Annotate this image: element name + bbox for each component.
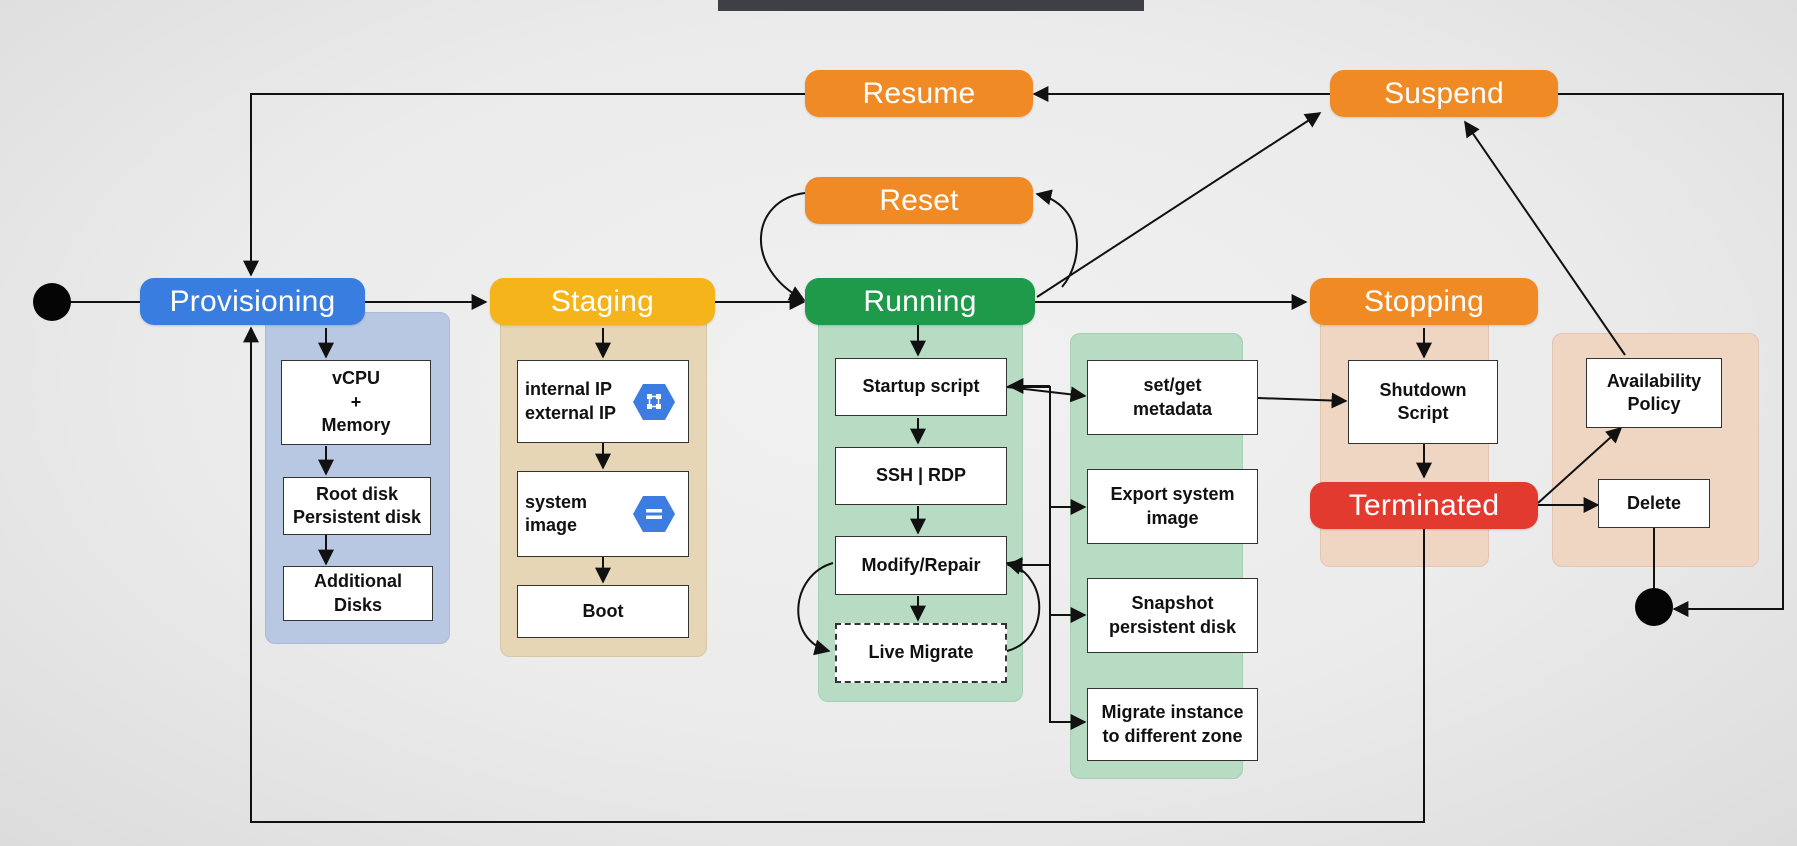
- startup-script-label: Startup script: [862, 376, 980, 397]
- ssh-rdp-box: SSH | RDP: [835, 447, 1007, 505]
- provisioning-state[interactable]: Provisioning: [140, 278, 365, 325]
- live-migrate-box: Live Migrate: [835, 623, 1007, 683]
- snapshot-box: Snapshot persistent disk: [1087, 578, 1258, 653]
- start-node: [33, 283, 71, 321]
- system-image-label: system image: [525, 491, 588, 535]
- boot-box: Boot: [517, 585, 689, 638]
- terminated-state[interactable]: Terminated: [1310, 482, 1538, 529]
- image-hex-icon: [633, 496, 675, 532]
- live-migrate-label: Live Migrate: [868, 642, 974, 663]
- metadata-label: set/get metadata: [1132, 375, 1213, 419]
- running-state[interactable]: Running: [805, 278, 1035, 325]
- end-node: [1635, 588, 1673, 626]
- additional-disks-box: Additional Disks: [283, 566, 433, 621]
- migrate-zone-box: Migrate instance to different zone: [1087, 688, 1258, 761]
- delete-box: Delete: [1598, 479, 1710, 528]
- reset-state[interactable]: Reset: [805, 177, 1033, 224]
- boot-label: Boot: [582, 600, 624, 621]
- staging-state[interactable]: Staging: [490, 278, 715, 325]
- migrate-zone-label: Migrate instance to different zone: [1101, 702, 1244, 746]
- top-bar: [718, 0, 1144, 11]
- vcpu-memory-label: vCPU + Memory: [321, 368, 391, 436]
- ip-box: internal IP external IP: [517, 360, 689, 443]
- availability-policy-box: Availability Policy: [1586, 358, 1722, 428]
- export-image-label: Export system image: [1110, 484, 1235, 528]
- network-hex-icon: [633, 383, 675, 420]
- suspend-state[interactable]: Suspend: [1330, 70, 1558, 117]
- ssh-rdp-label: SSH | RDP: [875, 465, 967, 486]
- ip-label: internal IP external IP: [525, 379, 617, 423]
- vcpu-memory-box: vCPU + Memory: [281, 360, 431, 445]
- export-image-box: Export system image: [1087, 469, 1258, 544]
- system-image-box: system image: [517, 471, 689, 557]
- delete-label: Delete: [1626, 492, 1682, 513]
- availability-policy-label: Availability Policy: [1606, 370, 1702, 414]
- snapshot-label: Snapshot persistent disk: [1108, 593, 1237, 637]
- shutdown-script-label: Shutdown Script: [1379, 379, 1467, 423]
- modify-repair-label: Modify/Repair: [861, 554, 981, 575]
- modify-repair-box: Modify/Repair: [835, 536, 1007, 595]
- root-disk-box: Root disk Persistent disk: [283, 477, 431, 535]
- additional-disks-label: Additional Disks: [314, 571, 402, 615]
- startup-script-box: Startup script: [835, 358, 1007, 416]
- stopping-state[interactable]: Stopping: [1310, 278, 1538, 325]
- root-disk-label: Root disk Persistent disk: [292, 483, 422, 527]
- shutdown-script-box: Shutdown Script: [1348, 360, 1498, 444]
- resume-state[interactable]: Resume: [805, 70, 1033, 117]
- metadata-box: set/get metadata: [1087, 360, 1258, 435]
